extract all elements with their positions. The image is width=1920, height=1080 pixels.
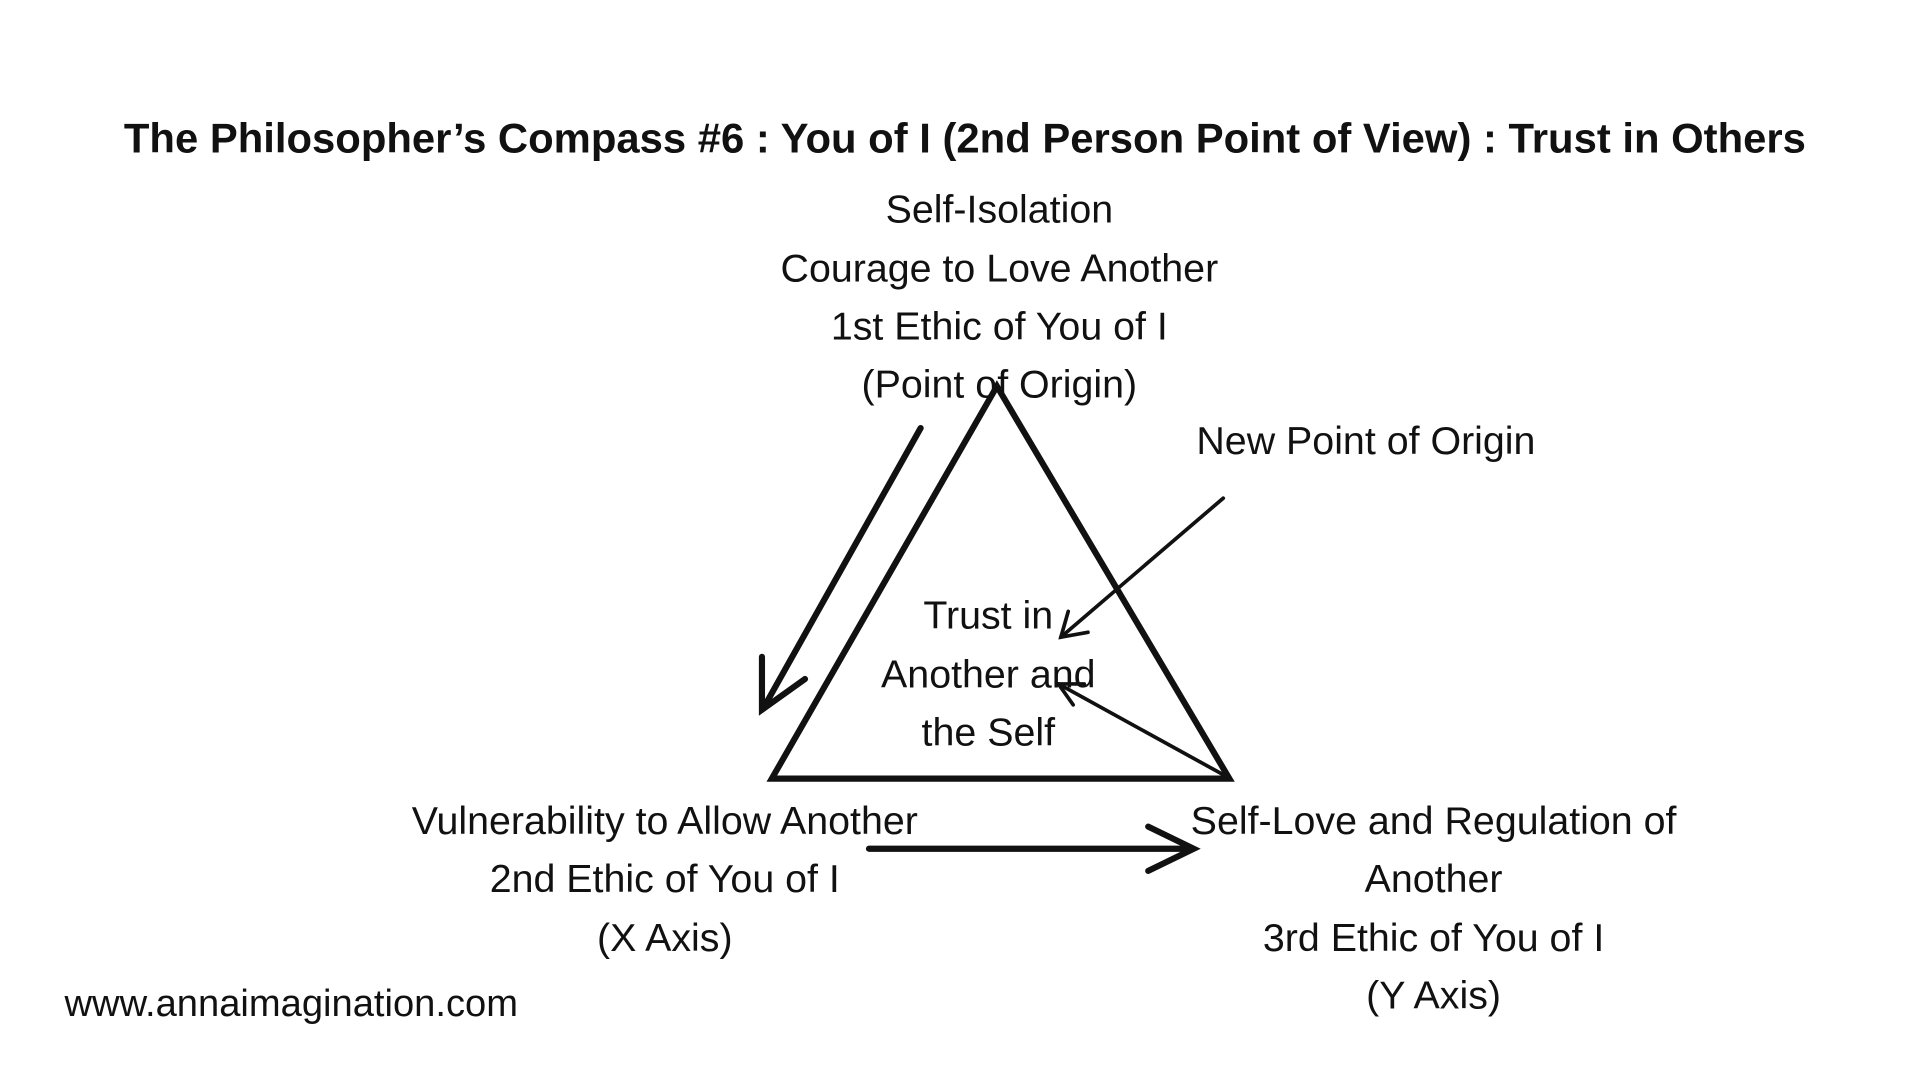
bottom-right-label: Self-Love and Regulation of Another 3rd … <box>1191 799 1677 1018</box>
descending-arrow <box>758 424 924 716</box>
new-origin-label: New Point of Origin <box>1196 419 1535 463</box>
top-label-line: 1st Ethic of You of I <box>831 304 1168 348</box>
triangle <box>766 380 1235 782</box>
bottom-right-label-line: Self-Love and Regulation of <box>1191 799 1677 843</box>
bottom-right-label-line: 3rd Ethic of You of I <box>1263 916 1604 960</box>
top-label-line: Courage to Love Another <box>781 247 1219 291</box>
bottom-right-label-line: Another <box>1365 857 1503 901</box>
top-label-line: Self-Isolation <box>886 188 1114 232</box>
website-link[interactable]: www.annaimagination.com <box>64 982 519 1025</box>
diagram-title: The Philosopher’s Compass #6 : You of I … <box>124 115 1806 162</box>
bottom-left-label: Vulnerability to Allow Another 2nd Ethic… <box>412 799 918 960</box>
top-label-line: (Point of Origin) <box>862 362 1138 406</box>
inner-arrow <box>1054 682 1231 780</box>
center-label-line: Another and <box>881 653 1095 697</box>
bottom-left-label-line: (X Axis) <box>597 916 733 960</box>
bottom-left-label-line: 2nd Ethic of You of I <box>490 857 840 901</box>
bottom-left-label-line: Vulnerability to Allow Another <box>412 799 918 843</box>
horizontal-arrow <box>865 823 1201 874</box>
center-label-line: Trust in <box>923 594 1053 638</box>
center-label: Trust in Another and the Self <box>881 594 1095 755</box>
center-label-line: the Self <box>922 710 1056 754</box>
new-origin-arrow <box>1058 496 1226 640</box>
top-label: Self-Isolation Courage to Love Another 1… <box>781 188 1219 407</box>
bottom-right-label-line: (Y Axis) <box>1366 974 1501 1018</box>
